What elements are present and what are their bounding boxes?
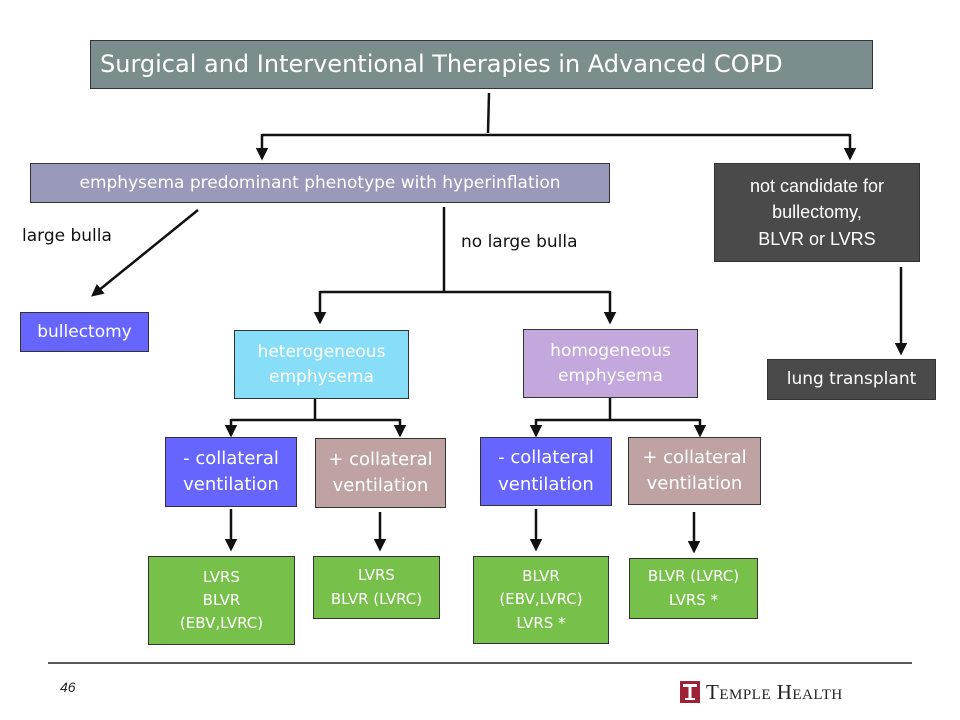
- hom-pos-line-1: + collateral: [642, 446, 747, 468]
- not-candidate-node: not candidate for bullectomy, BLVR or LV…: [714, 163, 920, 262]
- title-text: Surgical and Interventional Therapies in…: [100, 50, 783, 79]
- outcome-2-line-2: BLVR (LVRC): [330, 589, 423, 608]
- not-candidate-line-1: not candidate for: [749, 176, 885, 197]
- outcome-1-line-3: (EBV,LVRC): [179, 614, 264, 633]
- het-positive-collateral-node: + collateral ventilation: [315, 438, 446, 508]
- heterogeneous-node: heterogeneous emphysema: [234, 330, 409, 399]
- hom-pos-line-2: ventilation: [646, 473, 743, 494]
- not-candidate-line-3: BLVR or LVRS: [758, 228, 876, 249]
- temple-health-logo: Temple Health: [680, 680, 843, 704]
- outcome-node-3: BLVR (EBV,LVRC) LVRS *: [473, 556, 609, 644]
- hom-positive-collateral-node: + collateral ventilation: [628, 437, 761, 505]
- outcome-1-line-2: BLVR: [202, 590, 241, 609]
- homogeneous-line-2: emphysema: [558, 365, 663, 386]
- outcome-node-1: LVRS BLVR (EBV,LVRC): [148, 556, 295, 645]
- outcome-3-line-2: (EBV,LVRC): [499, 590, 583, 609]
- het-negative-collateral-node: - collateral ventilation: [165, 437, 297, 507]
- hom-neg-line-2: ventilation: [498, 473, 594, 495]
- hom-neg-line-1: - collateral: [498, 447, 594, 469]
- bullectomy-node: bullectomy: [20, 312, 149, 352]
- lung-transplant-text: lung transplant: [786, 369, 917, 390]
- het-neg-line-1: - collateral: [183, 447, 279, 469]
- outcome-4-line-2: LVRS *: [668, 590, 719, 609]
- outcome-3-line-1: BLVR: [522, 567, 560, 586]
- het-pos-line-2: ventilation: [332, 475, 429, 496]
- phenotype-text: emphysema predominant phenotype with hyp…: [79, 172, 561, 193]
- het-pos-line-1: + collateral: [328, 448, 433, 470]
- page-title: Surgical and Interventional Therapies in…: [90, 40, 873, 89]
- bullectomy-text: bullectomy: [37, 321, 132, 342]
- edge-label-large-bulla: large bulla: [22, 226, 112, 246]
- hom-negative-collateral-node: - collateral ventilation: [480, 437, 612, 506]
- phenotype-node: emphysema predominant phenotype with hyp…: [30, 163, 610, 203]
- not-candidate-line-2: bullectomy,: [772, 202, 862, 223]
- outcome-1-line-1: LVRS: [203, 567, 240, 586]
- outcome-2-line-1: LVRS: [358, 566, 395, 585]
- edge-label-no-large-bulla: no large bulla: [461, 232, 578, 252]
- homogeneous-node: homogeneous emphysema: [523, 329, 698, 398]
- logo-wordmark: Temple Health: [706, 679, 843, 704]
- page-number: 46: [60, 679, 76, 695]
- outcome-3-line-3: LVRS *: [516, 613, 566, 632]
- outcome-4-line-1: BLVR (LVRC): [647, 567, 740, 586]
- outcome-node-2: LVRS BLVR (LVRC): [313, 556, 440, 619]
- heterogeneous-line-2: emphysema: [269, 366, 374, 387]
- outcome-node-4: BLVR (LVRC) LVRS *: [629, 558, 758, 619]
- heterogeneous-line-1: heterogeneous: [257, 341, 386, 362]
- lung-transplant-node: lung transplant: [767, 359, 936, 400]
- homogeneous-line-1: homogeneous: [550, 340, 671, 361]
- temple-t-logo-icon: [680, 681, 700, 703]
- het-neg-line-2: ventilation: [183, 474, 279, 495]
